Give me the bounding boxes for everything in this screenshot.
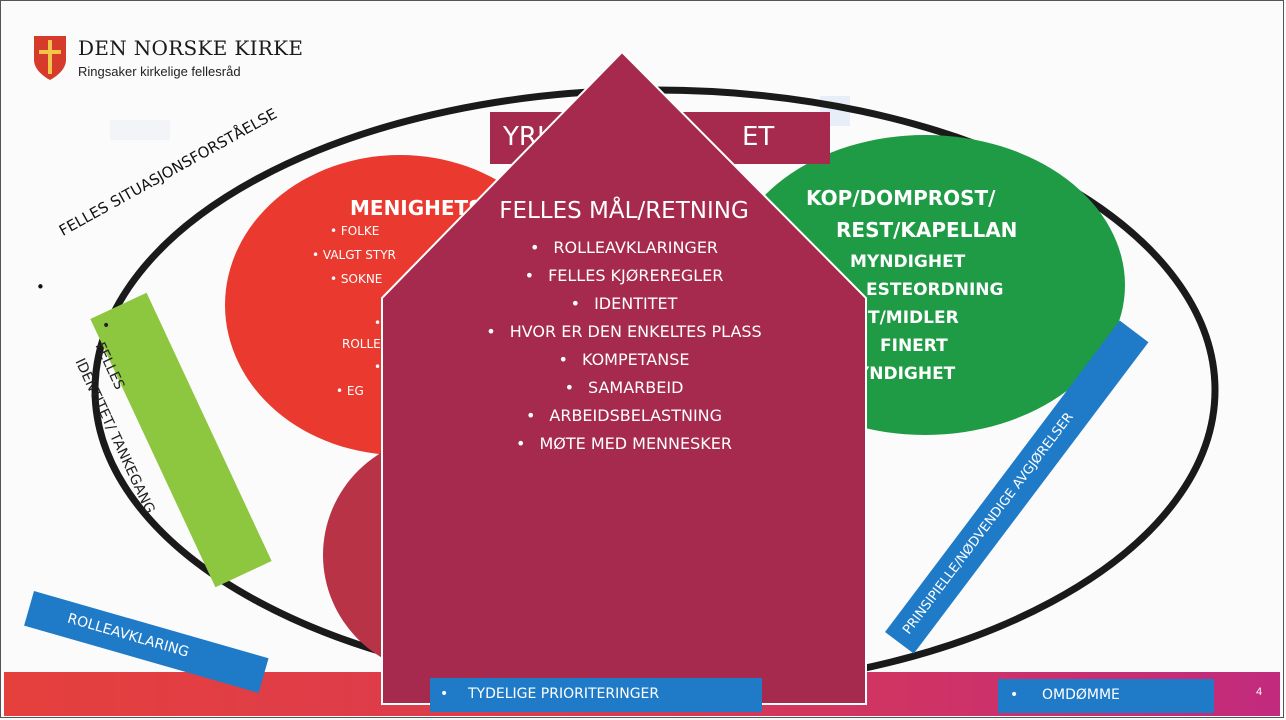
red-ellipse-line-3: • SOKNE <box>330 272 383 286</box>
identity-banner-bullet: • <box>102 318 111 334</box>
bullet-glyph: • <box>486 322 496 341</box>
green-ellipse-line-2: REST/KAPELLAN <box>836 218 1018 242</box>
bullet-glyph: • <box>516 434 526 453</box>
house-item-8: • MØTE MED MENNESKER <box>382 434 866 453</box>
house-item-label: MØTE MED MENNESKER <box>539 434 732 453</box>
omdomme-label: OMDØMME <box>1042 687 1120 703</box>
bullet-glyph: • <box>570 294 581 313</box>
omdomme-banner: • OMDØMME <box>998 679 1214 713</box>
red-ellipse-line-2: • VALGT STYR <box>312 248 396 262</box>
bullet-glyph: • <box>564 378 575 397</box>
red-ellipse-line-7: • EG <box>336 384 364 398</box>
org-subtitle: Ringsaker kirkelige fellesråd <box>78 64 241 79</box>
house-item-5: • KOMPETANSE <box>382 350 866 369</box>
bullet-glyph: • <box>525 406 536 425</box>
house-item-3: • IDENTITET <box>382 294 866 313</box>
green-ellipse-line-1: KOP/DOMPROST/ <box>806 186 996 210</box>
house-item-1: • ROLLEAVKLARINGER <box>382 238 866 257</box>
background-smudge-left <box>110 120 170 140</box>
yrk-banner-label-right: ET <box>742 122 775 152</box>
house-item-label: ARBEIDSBELASTNING <box>549 406 723 425</box>
house-item-6: • SAMARBEID <box>382 378 866 397</box>
bullet-glyph: • <box>529 238 540 257</box>
green-ellipse-line-5: T/MIDLER <box>868 308 959 328</box>
green-ellipse-line-6: FINERT <box>880 336 948 356</box>
church-logo <box>32 34 68 82</box>
red-ellipse-line-5: ROLLE <box>342 337 381 351</box>
org-name: DEN NORSKE KIRKE <box>78 36 304 60</box>
bullet-glyph: • <box>1010 687 1019 703</box>
bullet-glyph: • <box>558 350 568 369</box>
house-item-label: HVOR ER DEN ENKELTES PLASS <box>509 322 762 341</box>
tydelige-label: TYDELIGE PRIORITERINGER <box>468 686 660 702</box>
green-ellipse-line-7: MYNDIGHET <box>840 364 956 384</box>
bullet-glyph: • <box>440 686 449 702</box>
red-ellipse-line-6: • <box>374 360 382 374</box>
house-item-label: SAMARBEID <box>588 378 684 397</box>
house-item-label: IDENTITET <box>594 294 678 313</box>
red-ellipse-title: MENIGHETS <box>350 196 483 220</box>
green-ellipse-line-3: MYNDIGHET <box>850 252 966 272</box>
house-item-2: • FELLES KJØREREGLER <box>382 266 866 285</box>
bullet-glyph: • <box>524 266 535 285</box>
house-item-label: FELLES KJØREREGLER <box>548 266 724 285</box>
house-item-label: ROLLEAVKLARINGER <box>553 238 719 257</box>
green-ellipse-line-4: ESTEORDNING <box>866 280 1004 300</box>
house-text: FELLES MÅL/RETNING • ROLLEAVKLARINGER • FE… <box>382 0 866 720</box>
house-item-label: KOMPETANSE <box>581 350 690 369</box>
tydelige-banner: • TYDELIGE PRIORITERINGER <box>430 678 762 712</box>
arc-bullet: • <box>36 278 45 296</box>
red-ellipse-line-4: • <box>374 316 382 330</box>
slide-number: 4 <box>1256 686 1263 698</box>
house-item-4: • HVOR ER DEN ENKELTES PLASS <box>382 322 866 341</box>
red-ellipse-line-1: • FOLKE <box>330 224 380 238</box>
house-title: FELLES MÅL/RETNING <box>499 198 749 224</box>
church-shield-icon <box>34 36 66 80</box>
house-item-7: • ARBEIDSBELASTNING <box>382 406 866 425</box>
